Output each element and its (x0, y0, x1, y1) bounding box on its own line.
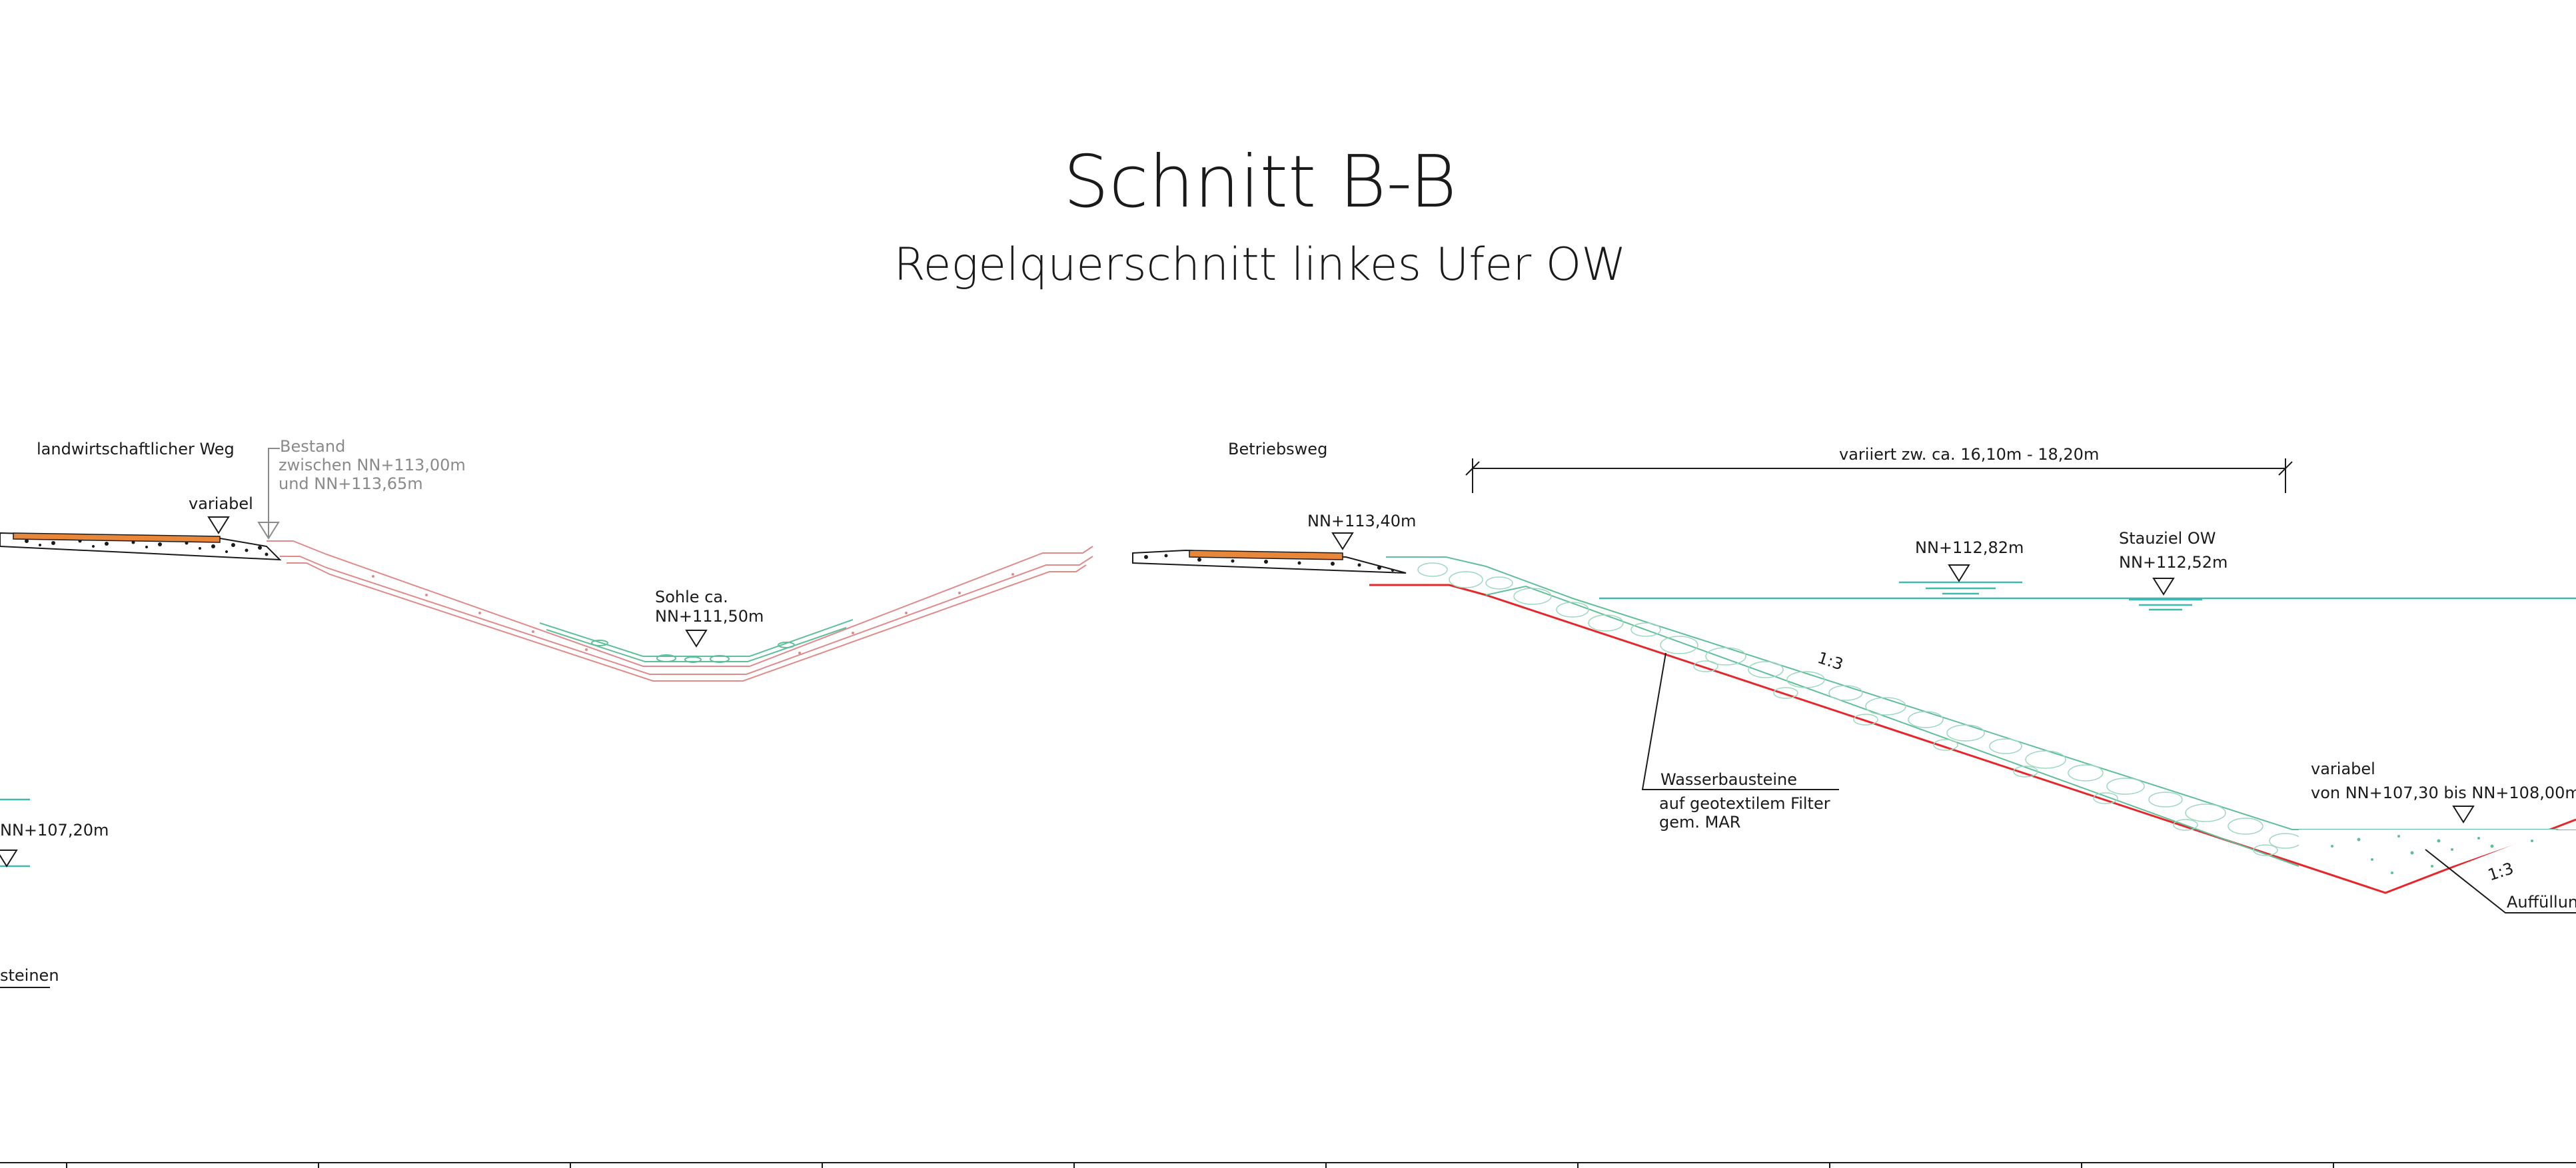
leader-lines (0, 652, 2576, 988)
water-surface-left (0, 798, 30, 868)
label-dimension: variiert zw. ca. 16,10m - 18,20m (1839, 445, 2099, 464)
bestand-leader (268, 448, 280, 538)
riprap-stones (1417, 562, 2341, 862)
label-sohle: Sohle ca. (655, 588, 728, 606)
label-bestand-range-2: und NN+113,65m (279, 474, 423, 493)
label-bestand: Bestand (280, 437, 345, 456)
dimension-line (1465, 458, 2293, 493)
water-level-symbol-112-52 (2129, 598, 2202, 611)
level-markers (0, 516, 2475, 868)
label-steinen: steinen (0, 966, 59, 985)
label-variabel-right: variabel (2311, 760, 2375, 778)
drawing-title: Schnitt B-B (1063, 141, 1457, 224)
existing-terrain-ditch (267, 540, 1093, 682)
bottom-axis (0, 1162, 2576, 1168)
ditch-riprap (539, 619, 854, 663)
label-level-113-40: NN+113,40m (1307, 512, 1416, 530)
label-geotextil-filter: auf geotextilem Filter (1659, 794, 1830, 813)
fill-area (2299, 823, 2576, 889)
middle-road-asphalt (1189, 550, 1343, 560)
label-gem-mar: gem. MAR (1659, 813, 1740, 832)
label-slope-lower: 1:3 (2485, 859, 2515, 885)
label-betriebsweg: Betriebsweg (1228, 440, 1327, 458)
label-level-112-82: NN+112,82m (1915, 538, 2024, 557)
label-landwirtschaftlicher-weg: landwirtschaftlicher Weg (37, 440, 235, 458)
label-slope-upper: 1:3 (1815, 648, 1845, 674)
water-level-symbol-112-82 (1899, 581, 2022, 595)
label-auffuellung: Auffüllun (2507, 893, 2576, 911)
label-variabel-left: variabel (189, 494, 253, 513)
label-stauziel-level: NN+112,52m (2119, 553, 2228, 572)
left-road-asphalt (13, 532, 221, 543)
label-level-107-20: NN+107,20m (0, 821, 109, 840)
drawing-subtitle: Regelquerschnitt linkes Ufer OW (894, 239, 1626, 291)
existing-terrain-dots (372, 573, 1014, 654)
label-stauziel: Stauziel OW (2119, 529, 2216, 548)
label-variabel-right-range: von NN+107,30 bis NN+108,00m (2311, 784, 2576, 802)
label-wasserbausteine: Wasserbausteine (1660, 770, 1797, 789)
label-sohle-level: NN+111,50m (655, 607, 764, 626)
label-bestand-range-1: zwischen NN+113,00m (279, 456, 466, 474)
